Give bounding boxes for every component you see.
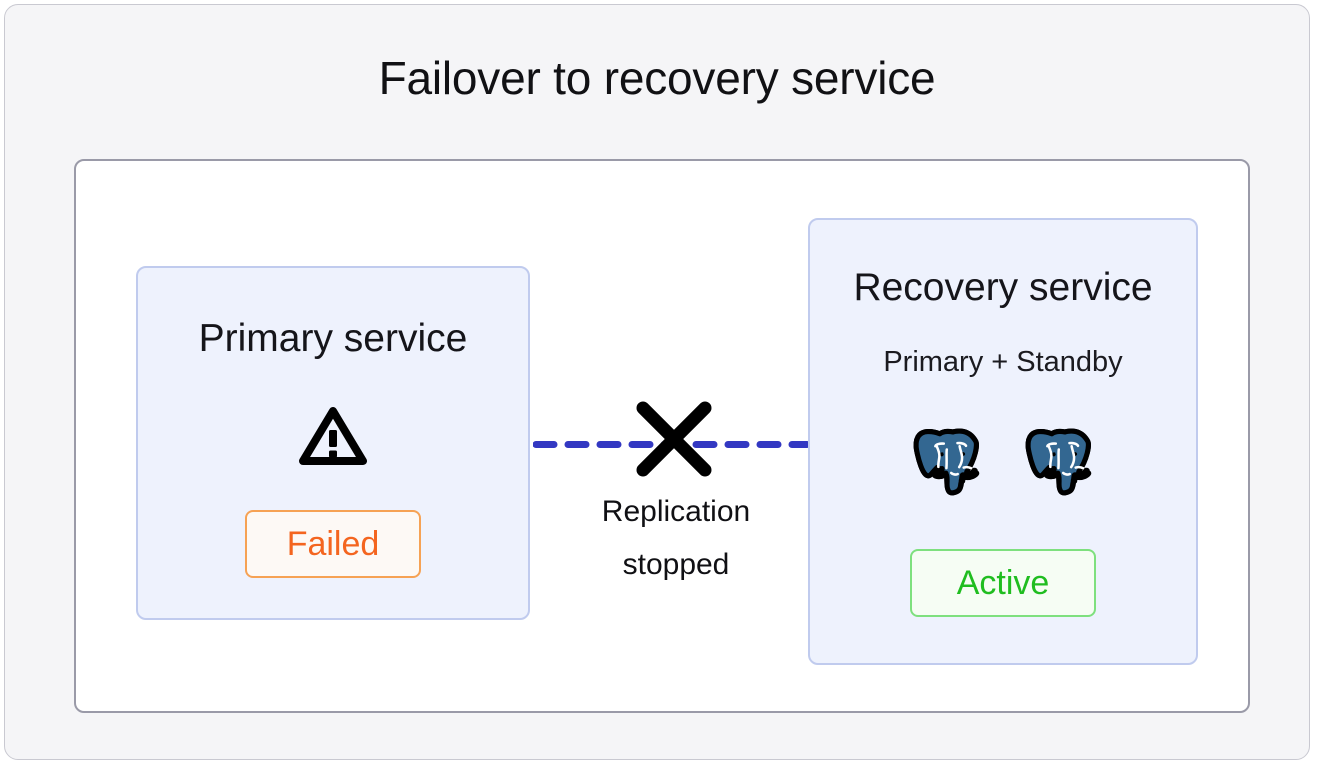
replication-status-label: Replication stopped xyxy=(556,485,796,591)
primary-service-card[interactable]: Primary service Failed xyxy=(136,266,530,620)
cross-icon xyxy=(632,397,716,481)
recovery-service-title: Recovery service xyxy=(853,266,1153,309)
postgresql-elephant-icon xyxy=(910,426,984,507)
status-badge-failed[interactable]: Failed xyxy=(245,510,421,578)
diagram-panel: Primary service Failed xyxy=(74,159,1250,713)
status-badge-active-label: Active xyxy=(956,563,1050,602)
replication-label-line1: Replication xyxy=(601,495,751,528)
page-title: Failover to recovery service xyxy=(378,52,936,104)
recovery-service-card[interactable]: Recovery service Primary + Standby xyxy=(808,218,1198,665)
status-badge-active[interactable]: Active xyxy=(910,549,1096,617)
replication-label-line2: stopped xyxy=(622,548,730,581)
primary-service-title: Primary service xyxy=(198,317,468,360)
status-badge-failed-label: Failed xyxy=(286,524,380,563)
postgresql-elephant-icon xyxy=(1022,426,1096,507)
recovery-node-list xyxy=(810,426,1196,507)
recovery-service-subtitle: Primary + Standby xyxy=(883,346,1123,378)
diagram-canvas: Failover to recovery service Primary ser… xyxy=(4,4,1310,760)
warning-triangle-icon xyxy=(138,406,528,468)
